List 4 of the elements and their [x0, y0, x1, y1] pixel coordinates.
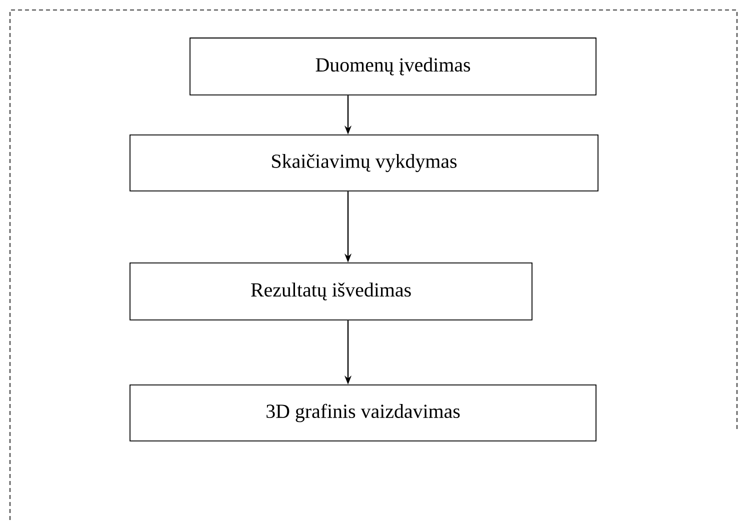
process-box: Duomenų įvedimas [190, 38, 596, 96]
process-box: 3D grafinis vaizdavimas [130, 384, 596, 442]
process-box: Rezultatų išvedimas [130, 262, 532, 320]
process-box: Skaičiavimų vykdymas [130, 134, 598, 192]
